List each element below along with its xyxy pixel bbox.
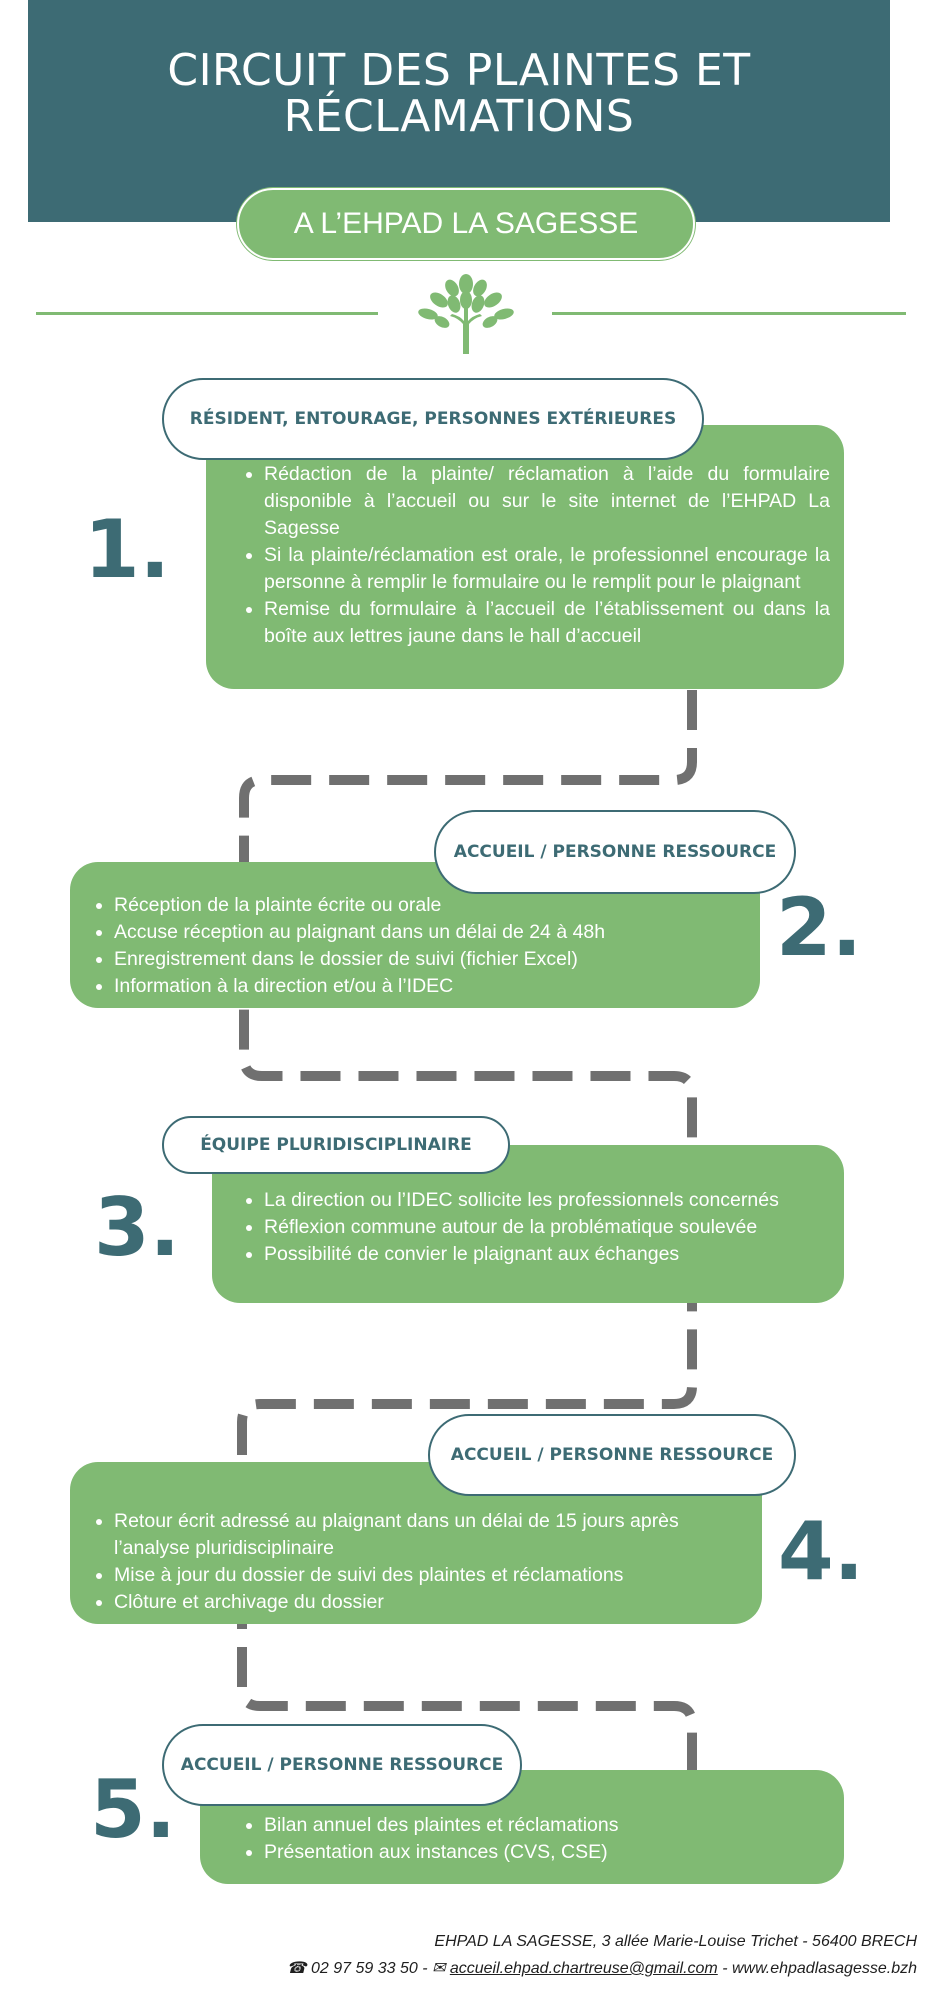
step-4-list: Retour écrit adressé au plaignant dans u… [90, 1508, 752, 1616]
step-3-actor: ÉQUIPE PLURIDISCIPLINAIRE [162, 1116, 510, 1174]
list-item: Clôture et archivage du dossier [114, 1589, 752, 1616]
step-2-actor: ACCUEIL / PERSONNE RESSOURCE [434, 810, 796, 894]
list-item: Remise du formulaire à l’accueil de l’ét… [264, 596, 830, 650]
footer-separator: - [717, 1960, 732, 1977]
subtitle-badge: A L’EHPAD LA SAGESSE [237, 188, 695, 260]
mail-icon: ✉ [431, 1960, 446, 1977]
list-item: Retour écrit adressé au plaignant dans u… [114, 1508, 752, 1562]
title-line-2: RÉCLAMATIONS [283, 91, 635, 142]
step-1-actor: RÉSIDENT, ENTOURAGE, PERSONNES EXTÉRIEUR… [162, 378, 704, 460]
list-item: Information à la direction et/ou à l’IDE… [114, 973, 750, 1000]
step-3-number: 3. [94, 1181, 181, 1274]
footer-website[interactable]: www.ehpadlasagesse.bzh [731, 1960, 917, 1977]
step-1-card: Rédaction de la plainte/ réclamation à l… [206, 425, 844, 689]
step-1-number: 1. [84, 503, 171, 596]
footer-separator: - [417, 1960, 432, 1977]
step-2-number: 2. [776, 881, 863, 974]
step-5-list: Bilan annuel des plaintes et réclamation… [240, 1812, 834, 1866]
step-5-number: 5. [90, 1763, 177, 1856]
header-banner [28, 0, 890, 222]
footer-phone: 02 97 59 33 50 [310, 1960, 418, 1977]
footer-address: EHPAD LA SAGESSE, 3 allée Marie-Louise T… [434, 1933, 917, 1950]
divider-left [36, 312, 378, 315]
list-item: Enregistrement dans le dossier de suivi … [114, 946, 750, 973]
list-item: Présentation aux instances (CVS, CSE) [264, 1839, 834, 1866]
list-item: Possibilité de convier le plaignant aux … [264, 1241, 834, 1268]
footer-contact: ☎ 02 97 59 33 50 - ✉ accueil.ehpad.chart… [287, 1958, 917, 1978]
step-3-list: La direction ou l’IDEC sollicite les pro… [240, 1187, 834, 1268]
list-item: Réception de la plainte écrite ou orale [114, 892, 750, 919]
list-item: Réflexion commune autour de la problémat… [264, 1214, 834, 1241]
page-title: CIRCUIT DES PLAINTES ET RÉCLAMATIONS [28, 48, 890, 140]
phone-icon: ☎ [286, 1960, 307, 1977]
list-item: La direction ou l’IDEC sollicite les pro… [264, 1187, 834, 1214]
step-5-actor: ACCUEIL / PERSONNE RESSOURCE [162, 1724, 522, 1806]
tree-icon [418, 274, 514, 354]
step-2-list: Réception de la plainte écrite ou orale … [90, 892, 750, 1000]
list-item: Si la plainte/réclamation est orale, le … [264, 542, 830, 596]
title-line-1: CIRCUIT DES PLAINTES ET [167, 45, 751, 96]
divider-right [552, 312, 906, 315]
step-4-card: Retour écrit adressé au plaignant dans u… [70, 1462, 762, 1624]
list-item: Mise à jour du dossier de suivi des plai… [114, 1562, 752, 1589]
step-4-actor: ACCUEIL / PERSONNE RESSOURCE [428, 1414, 796, 1496]
footer-email-link[interactable]: accueil.ehpad.chartreuse@gmail.com [449, 1960, 718, 1977]
step-4-number: 4. [778, 1505, 865, 1598]
list-item: Bilan annuel des plaintes et réclamation… [264, 1812, 834, 1839]
list-item: Rédaction de la plainte/ réclamation à l… [264, 461, 830, 542]
list-item: Accuse réception au plaignant dans un dé… [114, 919, 750, 946]
step-1-list: Rédaction de la plainte/ réclamation à l… [240, 461, 830, 650]
